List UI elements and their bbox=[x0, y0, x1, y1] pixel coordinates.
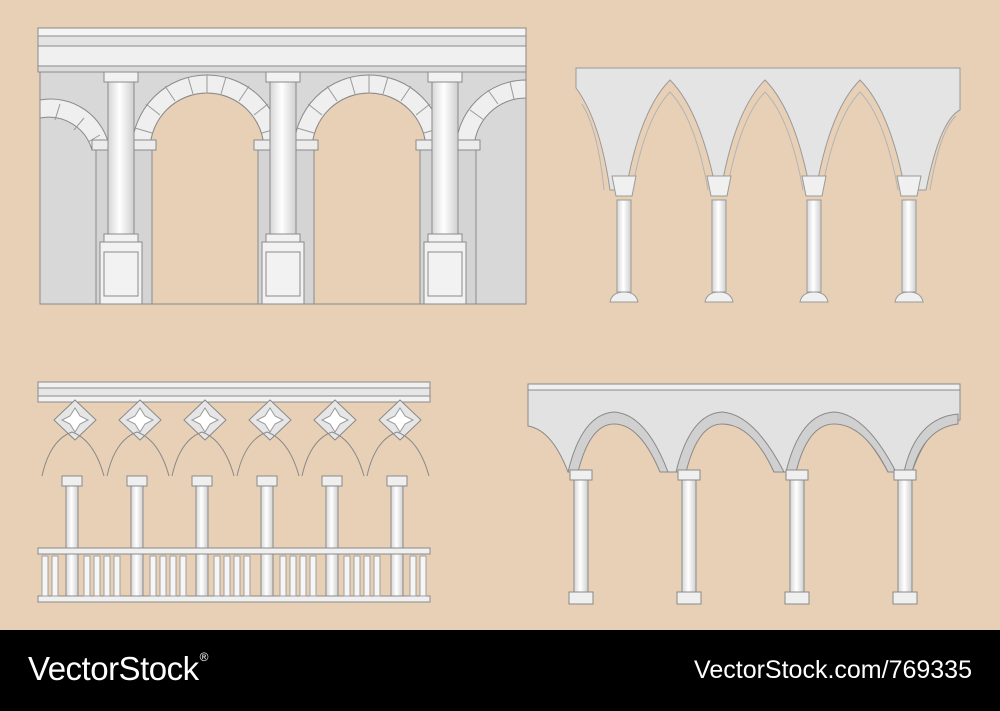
venetian-loggia bbox=[37, 381, 431, 603]
vectorstock-logo[interactable]: VectorStock® bbox=[28, 650, 208, 688]
image-url[interactable]: VectorStock.com/769335 bbox=[694, 656, 972, 684]
romanesque-arcade bbox=[527, 383, 961, 605]
gothic-arcade bbox=[575, 67, 961, 303]
arcade-illustrations bbox=[37, 27, 961, 605]
registered-mark: ® bbox=[199, 650, 209, 664]
roman-arcade bbox=[37, 27, 527, 305]
watermark-footer: VectorStock® VectorStock.com/769335 bbox=[0, 630, 1000, 711]
logo-text: VectorStock bbox=[28, 650, 199, 687]
